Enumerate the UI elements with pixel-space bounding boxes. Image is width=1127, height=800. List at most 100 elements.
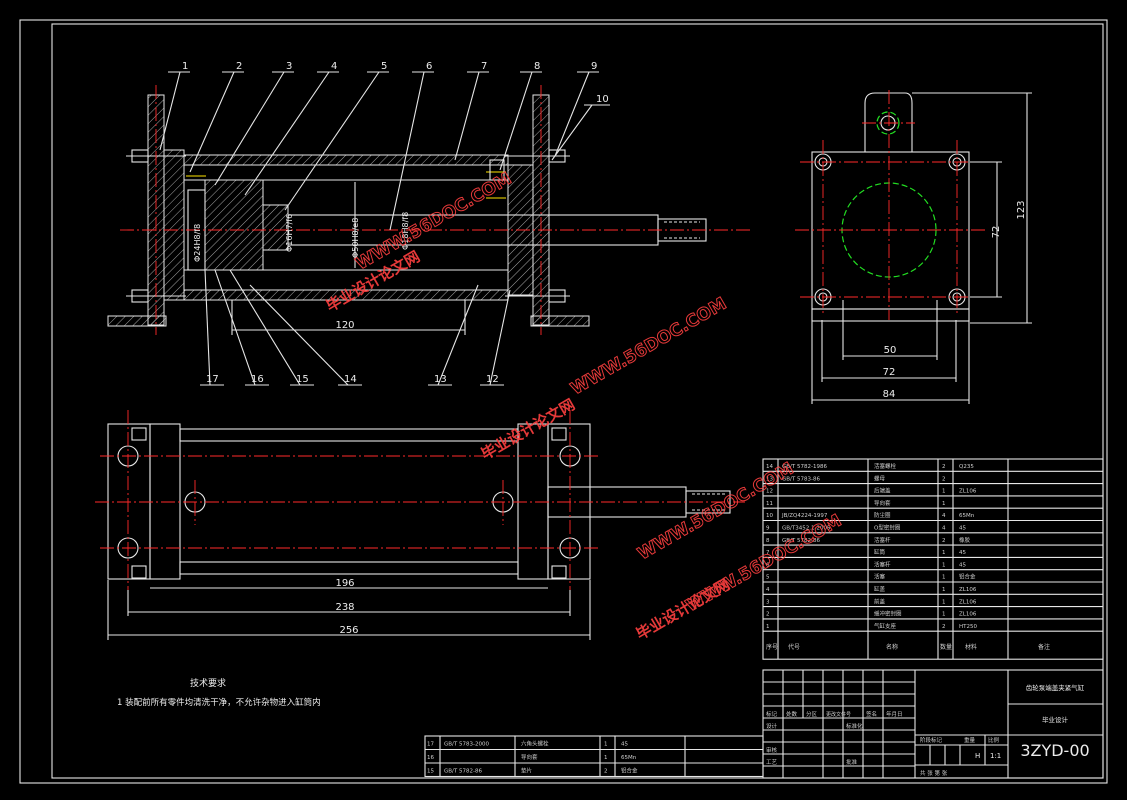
bom-cell-mat: 橡胶 <box>959 536 971 544</box>
bom-cell-mat: HT250 <box>959 624 977 630</box>
dim-side-84: 84 <box>883 389 896 400</box>
side-view: 72 123 50 72 84 <box>795 90 1032 404</box>
left-end-cap <box>163 149 185 301</box>
bom-cell-mat: 45 <box>959 526 966 532</box>
tb-scale-label: 比例 <box>988 736 1000 744</box>
bom-cell-qty: 1 <box>942 599 946 605</box>
bom-cell-name: 螺母 <box>874 474 886 482</box>
bom-cell-no: 14 <box>766 464 773 470</box>
bom-cell-no: 12 <box>766 489 773 495</box>
balloon-label-12: 12 <box>486 374 499 385</box>
watermark-site-1: WWW.56DOC.COM <box>353 169 516 274</box>
balloon-label-15: 15 <box>296 374 309 385</box>
bom-cell-name: 活塞 <box>874 573 886 581</box>
balloon-label-9: 9 <box>591 61 597 72</box>
dim-plan-256: 256 <box>339 625 358 636</box>
bom-cell-qty: 1 <box>942 562 946 568</box>
plan-left-bracket <box>107 423 151 580</box>
bom-cell-std: GB/T 5783-86 <box>782 476 820 482</box>
bom-cell-std: GB/T3452.1-2005 <box>782 526 831 532</box>
bom-cell-name: O型密封圈 <box>874 524 901 532</box>
bom-cell-no: 3 <box>766 599 770 605</box>
balloon-label-2: 2 <box>236 61 242 72</box>
bom-cell-qty: 2 <box>942 538 946 544</box>
bom-header-cell: 代号 <box>788 643 800 651</box>
dim-plan-238: 238 <box>335 602 354 613</box>
bom-header-cell: 备注 <box>1038 643 1050 651</box>
balloon-label-16: 16 <box>251 374 264 385</box>
side-square-flange <box>811 151 970 310</box>
tb-company: 毕业设计 <box>1042 715 1069 724</box>
fit-label-1: Φ24H8/f8 <box>193 224 202 262</box>
bom-lower-cell-mat: 45 <box>621 742 628 748</box>
tb-scale: 1:1 <box>990 752 1001 760</box>
title-block: 标记 处数 分区 更改文件号 签名 年月日 设计 标准化 审核 工艺 批准 阶段… <box>762 669 1104 779</box>
outer-frame <box>19 19 1108 784</box>
bom-lower-cell-name: 导向套 <box>521 753 538 761</box>
dim-plan-196: 196 <box>335 578 354 589</box>
bom-cell-name: 活塞杆 <box>874 536 891 544</box>
fit-label-2: Φ16H7/f6 <box>285 214 294 252</box>
tech-requirements-line1: 1 装配前所有零件均清洗干净，不允许杂物进入缸筒内 <box>117 697 321 708</box>
bom-cell-qty: 1 <box>942 612 946 618</box>
bom-lower-cell-name: 垫片 <box>521 767 532 775</box>
tb-stage-mark: 阶段标记 <box>920 736 943 744</box>
side-lug <box>864 92 913 152</box>
bom-cell-no: 9 <box>766 526 770 532</box>
tb-checker: 审核 <box>766 746 778 754</box>
bom-lower-cell-qty: 2 <box>604 769 608 775</box>
bom-cell-name: 防尘圈 <box>874 511 891 519</box>
tb-weight: 重量 <box>964 736 976 744</box>
bom-cell-qty: 2 <box>942 476 946 482</box>
bom-cell-qty: 2 <box>942 464 946 470</box>
barrel-top-wall <box>183 154 509 166</box>
bom-cell-qty: 1 <box>942 489 946 495</box>
bom-cell-mat: 45 <box>959 562 966 568</box>
balloon-label-4: 4 <box>331 61 337 72</box>
bom-cell-name: 导向套 <box>874 499 891 507</box>
balloon-label-14: 14 <box>344 374 357 385</box>
tb-standardization: 标准化 <box>846 722 863 730</box>
balloon-label-5: 5 <box>381 61 387 72</box>
bom-cell-qty: 1 <box>942 575 946 581</box>
bom-lower-cell-name: 六角头螺栓 <box>521 740 549 748</box>
bom-cell-mat: ZL106 <box>959 612 977 618</box>
balloon-label-6: 6 <box>426 61 432 72</box>
dim-side-123: 123 <box>1016 200 1027 219</box>
tb-count: 处数 <box>786 710 798 718</box>
bom-cell-qty: 4 <box>942 526 946 532</box>
bom-lower-cell-no: 17 <box>427 742 434 748</box>
bom-header-cell: 数量 <box>940 643 952 651</box>
bom-lower-cell-no: 15 <box>427 769 434 775</box>
tb-mark: 标记 <box>766 710 778 718</box>
bom-header-cell: 名称 <box>886 643 898 651</box>
bom-lower-cell-mat: 铝合金 <box>621 767 638 775</box>
bom-cell-qty: 1 <box>942 550 946 556</box>
balloon-label-8: 8 <box>534 61 540 72</box>
bom-cell-name: 活塞杆 <box>874 560 891 568</box>
bom-cell-name: 前盖 <box>874 597 886 605</box>
tb-process: 工艺 <box>766 759 778 766</box>
bom-lower-cell-std: GB/T 5782-86 <box>444 769 482 775</box>
plan-right-bracket <box>547 423 591 580</box>
balloon-label-1: 1 <box>182 61 188 72</box>
bom-cell-name: 缸盖 <box>874 585 886 593</box>
tb-date: 年月日 <box>886 710 903 718</box>
tb-drawing-number: 3ZYD-00 <box>1020 741 1089 760</box>
bom-cell-mat: 45 <box>959 550 966 556</box>
bom-cell-no: 13 <box>766 476 773 482</box>
bom-lower-cell-mat: 65Mn <box>621 755 637 761</box>
bom-cell-mat: 铝合金 <box>959 573 976 581</box>
bom-cell-name: 后端盖 <box>874 487 891 495</box>
plan-view: 196 238 256 <box>95 410 745 640</box>
bom-cell-mat: ZL106 <box>959 587 977 593</box>
bom-lower-cell-no: 16 <box>427 755 434 761</box>
bom-cell-mat: ZL106 <box>959 599 977 605</box>
bom-cell-mat: Q235 <box>959 464 974 470</box>
bom-lower-cell-std: GB/T 5783-2000 <box>444 742 489 748</box>
bom-header-cell: 序号 <box>766 643 778 651</box>
bom-cell-qty: 1 <box>942 587 946 593</box>
front-cover <box>204 179 264 271</box>
